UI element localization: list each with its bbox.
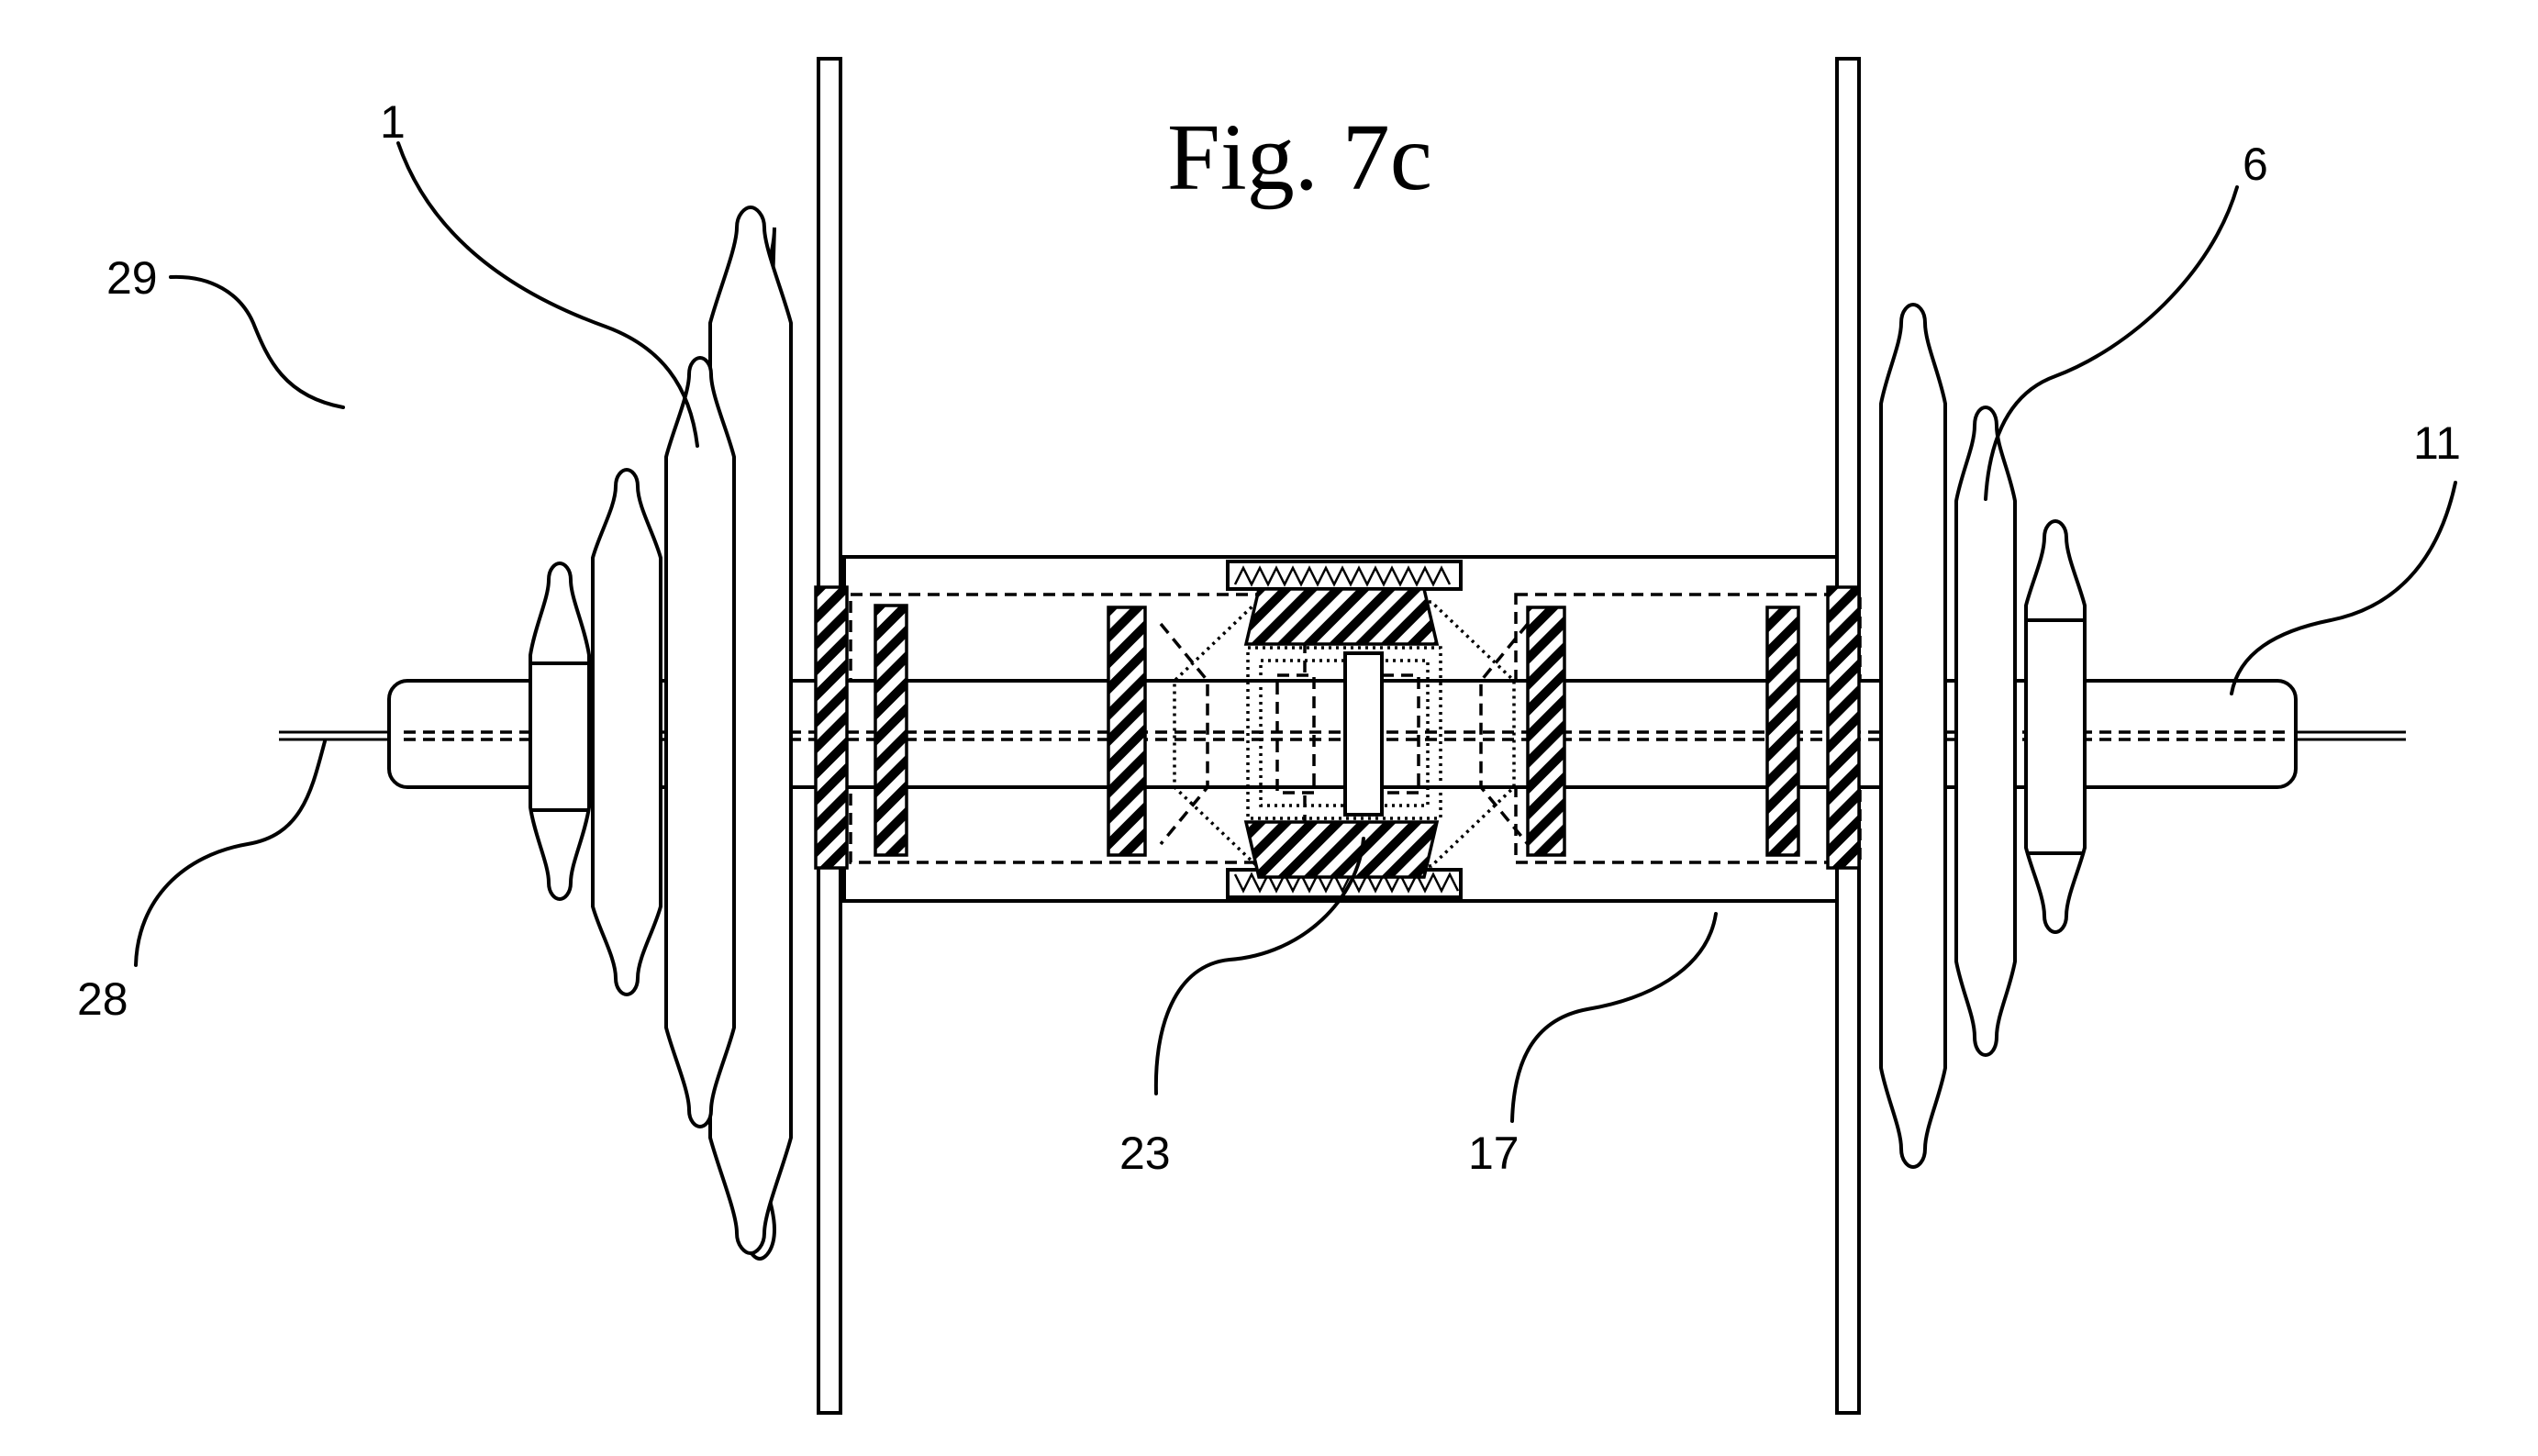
figure-title: Fig. 7c	[1167, 105, 1432, 210]
label-23: 23	[1119, 1128, 1171, 1179]
center-axis-line	[279, 730, 2406, 741]
label-11: 11	[2413, 417, 2461, 469]
label-28: 28	[77, 973, 128, 1025]
bearings	[814, 585, 1861, 870]
left-sprockets	[529, 205, 793, 1261]
label-6: 6	[2243, 139, 2268, 190]
right-sprockets	[1879, 302, 2087, 1170]
label-17: 17	[1468, 1128, 1519, 1179]
central-clutch	[1159, 587, 1530, 879]
label-1: 1	[380, 96, 406, 148]
label-29: 29	[106, 252, 158, 304]
leader-lines	[134, 141, 2457, 1123]
